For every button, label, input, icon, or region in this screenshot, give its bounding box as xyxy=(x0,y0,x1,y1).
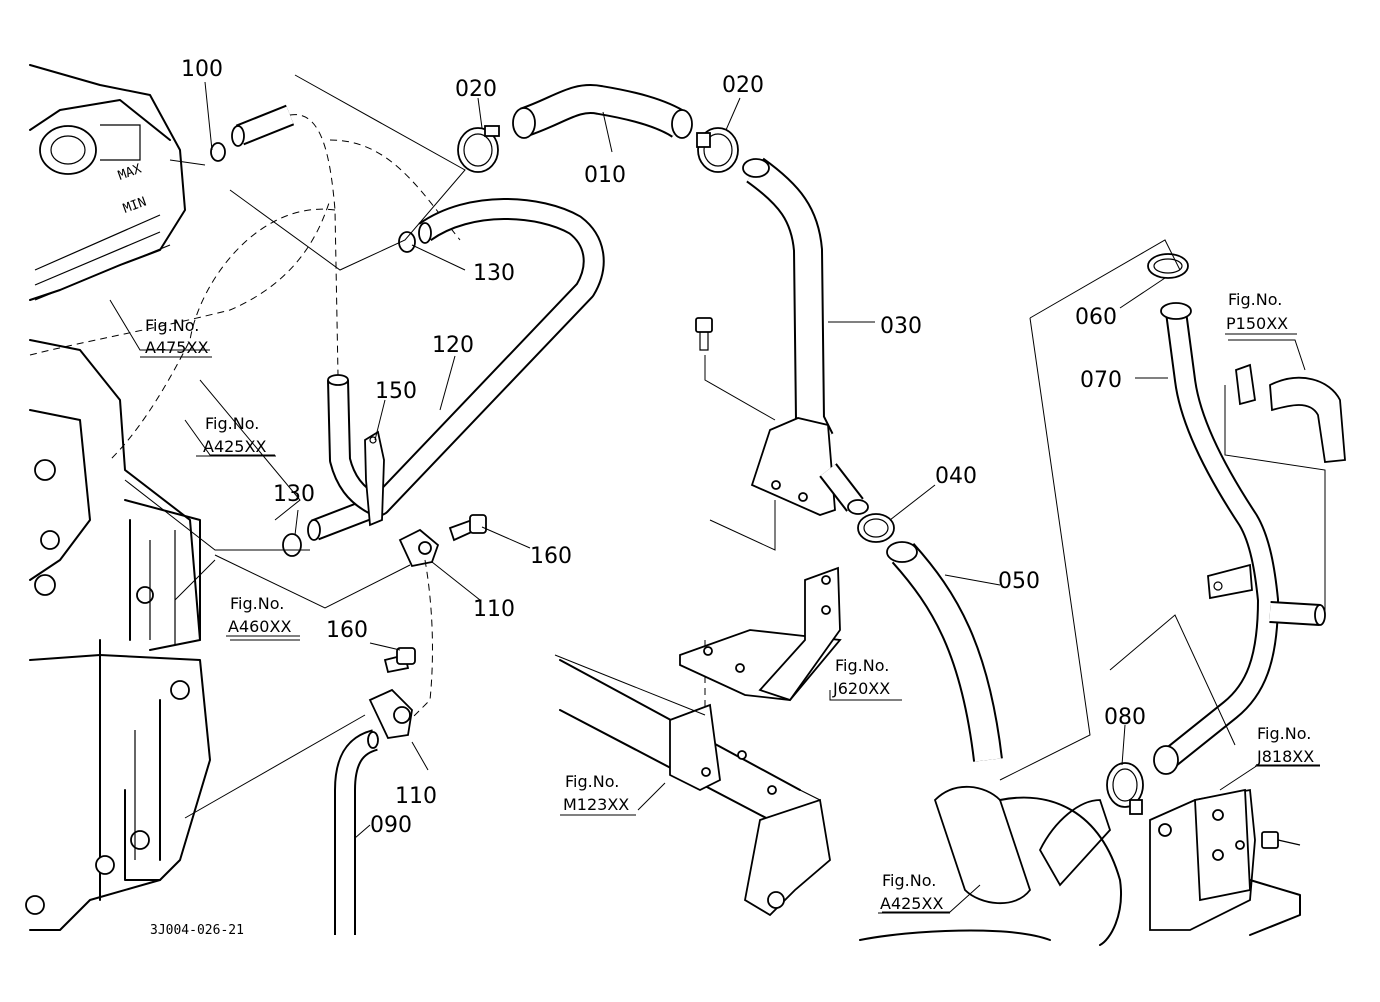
ref-part-p150 xyxy=(1235,363,1346,463)
label-part-040: 040 xyxy=(935,464,977,489)
ref-m123-prefix: Fig.No. xyxy=(565,772,619,791)
part-030-pipe xyxy=(742,157,869,516)
ref-j620-prefix: Fig.No. xyxy=(835,656,889,675)
tank-min-mark: MIN xyxy=(121,195,148,217)
part-120-hose xyxy=(307,198,605,541)
clamp-020-left xyxy=(457,125,500,173)
clamp-130-lower xyxy=(282,533,302,557)
clamp-130-upper xyxy=(398,231,416,253)
ref-a425-upper: A425XX xyxy=(203,437,266,456)
clamp-080 xyxy=(1106,762,1144,815)
label-part-160-upper: 160 xyxy=(530,544,572,569)
label-part-010: 010 xyxy=(584,163,626,188)
frame-bracket-j620 xyxy=(679,566,842,702)
ref-a475-prefix: Fig.No. xyxy=(145,316,199,335)
label-part-130-lower: 130 xyxy=(273,482,315,507)
ref-j818: J818XX xyxy=(1256,747,1314,766)
cable-tie-150 xyxy=(364,430,385,527)
label-part-030: 030 xyxy=(880,314,922,339)
label-part-020-right: 020 xyxy=(722,73,764,98)
label-part-070: 070 xyxy=(1080,368,1122,393)
part-number-labels: 100 020 010 020 030 040 050 060 070 080 … xyxy=(181,57,1146,838)
clamp-060 xyxy=(1147,253,1189,279)
ref-a425-lower: A425XX xyxy=(880,894,943,913)
engine-block-illustration: MAX MIN xyxy=(25,64,211,931)
label-part-080: 080 xyxy=(1104,705,1146,730)
ref-m123: M123XX xyxy=(563,795,629,814)
reference-underlines xyxy=(140,333,1320,914)
ref-p150: P150XX xyxy=(1226,314,1288,333)
bolt-160-lower xyxy=(383,647,416,674)
label-part-050: 050 xyxy=(998,569,1040,594)
label-part-100: 100 xyxy=(181,57,223,82)
part-010-hose xyxy=(512,84,693,139)
figure-reference-labels: Fig.No. A475XX Fig.No. A425XX Fig.No. A4… xyxy=(145,290,1314,913)
part-100-hose xyxy=(210,104,339,376)
label-part-020-left: 020 xyxy=(455,77,497,102)
label-part-060: 060 xyxy=(1075,305,1117,330)
clamp-040 xyxy=(857,513,895,543)
clamp-020-right xyxy=(696,127,739,173)
drawing-code: 3J004-026-21 xyxy=(150,923,244,938)
radiator-housing-a425 xyxy=(859,785,1122,946)
ref-a460: A460XX xyxy=(228,617,291,636)
label-part-110-lower: 110 xyxy=(395,784,437,809)
label-part-110-upper: 110 xyxy=(473,597,515,622)
leader-lines xyxy=(109,74,1326,913)
part-090-hose xyxy=(334,729,379,935)
bolt-top-center xyxy=(695,317,713,351)
bolt-160-upper xyxy=(448,514,487,542)
label-part-150: 150 xyxy=(375,379,417,404)
frame-rail-m123 xyxy=(559,659,831,917)
ref-j818-prefix: Fig.No. xyxy=(1257,724,1311,743)
part-050-hose xyxy=(886,541,1003,762)
ref-a425-lower-prefix: Fig.No. xyxy=(882,871,936,890)
tank-max-mark: MAX xyxy=(116,162,143,184)
clip-110-upper xyxy=(398,528,440,568)
ref-a425-upper-prefix: Fig.No. xyxy=(205,414,259,433)
label-part-160-lower: 160 xyxy=(326,618,368,643)
label-part-120: 120 xyxy=(432,333,474,358)
ref-a475: A475XX xyxy=(145,338,208,357)
label-part-130-upper: 130 xyxy=(473,261,515,286)
ref-j620: J620XX xyxy=(832,679,890,698)
ref-a460-prefix: Fig.No. xyxy=(230,594,284,613)
clip-110-lower xyxy=(368,688,413,739)
part-070-pipe xyxy=(1153,302,1326,775)
label-part-090: 090 xyxy=(370,813,412,838)
bracket-j818 xyxy=(1149,788,1301,936)
ref-p150-prefix: Fig.No. xyxy=(1228,290,1282,309)
